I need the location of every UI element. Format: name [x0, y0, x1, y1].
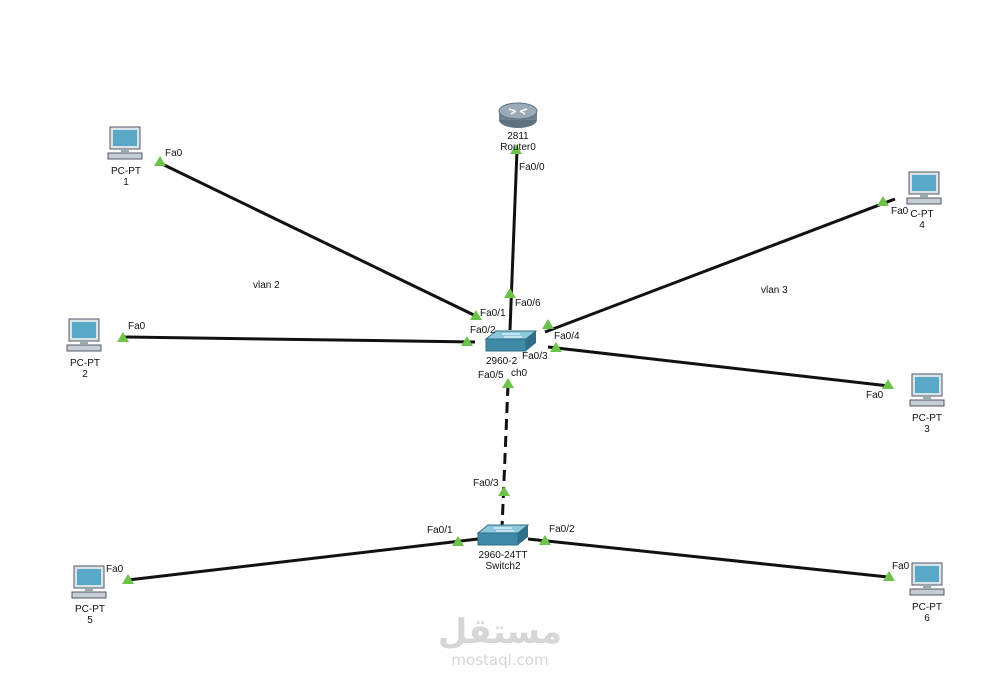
pc-icon[interactable] [107, 126, 143, 160]
port-status-pc4 [877, 196, 889, 206]
pc5-number: 5 [87, 615, 93, 626]
pc-icon[interactable] [909, 373, 945, 407]
watermark-latin: mostaql.com [451, 651, 549, 669]
link-pc6-switch2[interactable] [527, 537, 889, 579]
switch2-label: 2960-24TT Switch2 [470, 550, 536, 572]
port-label-sw0-fa02: Fa0/2 [470, 325, 496, 336]
pc-icon[interactable] [909, 562, 945, 596]
port-label-sw0-fa05: Fa0/5 [478, 370, 504, 381]
port-status-sw0-fa04 [542, 319, 554, 329]
switch-icon[interactable] [476, 524, 530, 546]
pc1-type: PC-PT [111, 166, 141, 177]
link-pc1-switch0[interactable] [159, 161, 479, 319]
port-status-sw2-fa03 [498, 486, 510, 496]
pc6-label: PC-PT 6 [907, 602, 947, 624]
pc1-number: 1 [123, 177, 129, 188]
port-status-pc1 [154, 156, 166, 166]
switch-icon[interactable] [484, 330, 538, 352]
port-label-router0: Fa0/0 [519, 162, 545, 173]
port-label-sw0-fa03: Fa0/3 [522, 351, 548, 362]
link-router0-switch0[interactable] [508, 149, 519, 331]
pc3-number: 3 [924, 424, 930, 435]
pc1-label: PC-PT 1 [106, 166, 146, 188]
router0-label: 2811 Router0 [497, 131, 539, 153]
port-label-sw0-fa04: Fa0/4 [554, 331, 580, 342]
vlan2-note: vlan 2 [253, 280, 280, 291]
pc6-number: 6 [924, 613, 930, 624]
pc4-label: C-PT 4 [902, 209, 942, 231]
pc2-type: PC-PT [70, 358, 100, 369]
port-status-pc6 [883, 571, 895, 581]
pc5-label: PC-PT 5 [70, 604, 110, 626]
link-pc5-switch2[interactable] [127, 537, 479, 582]
port-status-pc3 [882, 379, 894, 389]
link-switch0-switch2[interactable] [500, 384, 510, 529]
port-label-pc3: Fa0 [866, 390, 884, 401]
port-label-sw2-fa02: Fa0/2 [549, 524, 575, 535]
link-pc4-switch0[interactable] [544, 197, 896, 334]
pc4-type: C-PT [910, 209, 934, 220]
port-status-sw0-fa05 [502, 378, 514, 388]
port-label-pc5: Fa0 [106, 564, 124, 575]
port-label-sw2-fa03: Fa0/3 [473, 478, 499, 489]
port-label-sw0-fa01: Fa0/1 [480, 308, 506, 319]
pc6-type: PC-PT [912, 602, 942, 613]
switch2-name: Switch2 [485, 561, 521, 572]
port-status-pc5 [122, 574, 134, 584]
router0-model: 2811 [507, 131, 529, 142]
port-status-pc2 [117, 332, 129, 342]
port-label-pc6: Fa0 [892, 561, 910, 572]
pc3-label: PC-PT 3 [907, 413, 947, 435]
port-status-indicators [117, 144, 895, 584]
pc2-number: 2 [82, 369, 88, 380]
port-label-sw2-fa01: Fa0/1 [427, 525, 453, 536]
router-icon[interactable] [498, 102, 538, 128]
router0-name: Router0 [500, 142, 536, 153]
switch0-name: ch0 [511, 368, 528, 379]
port-status-sw0-fa01 [470, 310, 482, 320]
links [122, 149, 896, 582]
port-status-router0 [510, 144, 522, 154]
port-label-sw0-fa06: Fa0/6 [515, 298, 541, 309]
pc3-type: PC-PT [912, 413, 942, 424]
switch2-model: 2960-24TT [478, 550, 528, 561]
port-label-pc4: Fa0 [891, 206, 909, 217]
pc-icon[interactable] [66, 318, 102, 352]
port-status-sw2-fa02 [539, 535, 551, 545]
pc4-number: 4 [919, 220, 925, 231]
link-pc2-switch0[interactable] [122, 335, 476, 344]
watermark-arabic: مستقل [437, 612, 563, 652]
port-label-pc2: Fa0 [128, 321, 146, 332]
pc2-label: PC-PT 2 [65, 358, 105, 380]
port-label-pc1: Fa0 [165, 148, 183, 159]
switch0-model: 2960-2 [486, 356, 518, 367]
port-status-sw2-fa01 [452, 536, 464, 546]
pc5-type: PC-PT [75, 604, 105, 615]
port-status-sw0-fa03 [550, 342, 562, 352]
pc-icon[interactable] [71, 565, 107, 599]
pc-icon[interactable] [906, 171, 942, 205]
link-pc3-switch0[interactable] [547, 345, 890, 388]
vlan3-note: vlan 3 [761, 285, 788, 296]
port-status-sw0-fa02 [461, 336, 473, 346]
port-status-sw0-fa06 [504, 288, 516, 298]
